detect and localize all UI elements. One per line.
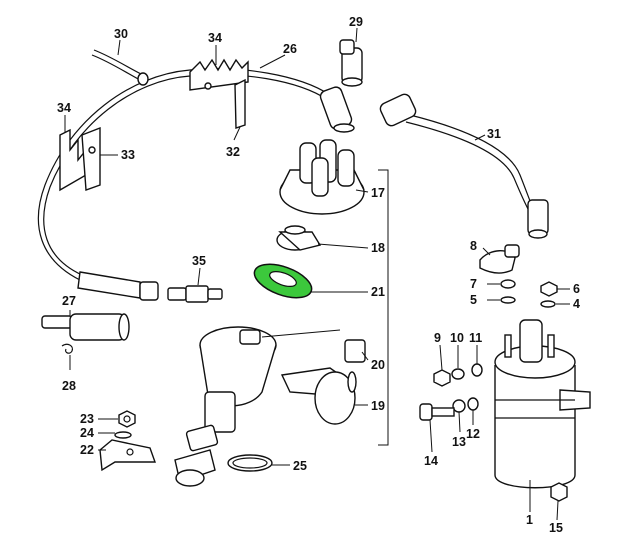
- rotor-18[interactable]: [276, 225, 322, 251]
- callout-10: 10: [450, 331, 464, 345]
- callout-26: 26: [283, 42, 297, 56]
- filter-20[interactable]: [344, 339, 366, 363]
- callout-6: 6: [573, 282, 580, 296]
- gasket-21-highlighted[interactable]: [250, 258, 316, 305]
- callout-21: 21: [371, 285, 385, 299]
- callout-25: 25: [293, 459, 307, 473]
- callout-17: 17: [371, 186, 385, 200]
- cap-7[interactable]: [500, 279, 516, 289]
- bolt-14[interactable]: [419, 403, 455, 421]
- callout-labels: 30 34 26 29 34 33 32 31 17 18 21 35 27 2…: [57, 15, 580, 535]
- wire-end-connector-31-right[interactable]: [527, 199, 549, 239]
- callout-8: 8: [470, 239, 477, 253]
- distributor-cap-17[interactable]: [279, 139, 365, 215]
- ignition-wire-26[interactable]: [37, 68, 331, 281]
- callout-33: 33: [121, 148, 135, 162]
- plug-connector-27[interactable]: [41, 313, 130, 341]
- washer-5[interactable]: [500, 296, 516, 304]
- callout-24: 24: [80, 426, 94, 440]
- spark-plug-connector-29[interactable]: [339, 39, 363, 87]
- callout-29: 29: [349, 15, 363, 29]
- callout-31: 31: [487, 127, 501, 141]
- cable-tie-30[interactable]: [91, 49, 149, 86]
- wire-end-connector-left[interactable]: [77, 271, 159, 301]
- callout-5: 5: [470, 293, 477, 307]
- callout-32: 32: [226, 145, 240, 159]
- spring-clip-28[interactable]: [61, 343, 73, 354]
- callout-7: 7: [470, 277, 477, 291]
- callout-11: 11: [469, 331, 482, 345]
- callout-30: 30: [114, 27, 128, 41]
- callout-34-left: 34: [57, 101, 71, 115]
- lock-washer-10[interactable]: [451, 368, 465, 380]
- callout-22: 22: [80, 443, 94, 457]
- callout-28: 28: [62, 379, 76, 393]
- wire-end-connector-31-left[interactable]: [378, 92, 417, 127]
- bracket-33[interactable]: [81, 126, 101, 191]
- lock-washer-13[interactable]: [452, 399, 466, 413]
- ignition-wire-31[interactable]: [409, 114, 537, 216]
- nut-23[interactable]: [118, 410, 136, 428]
- callout-14: 14: [424, 454, 438, 468]
- spark-plug-35[interactable]: [167, 285, 223, 303]
- washer-24[interactable]: [114, 431, 132, 439]
- callout-4: 4: [573, 297, 580, 311]
- leader-lines: [64, 27, 570, 521]
- wire-clip-34-top[interactable]: [189, 58, 249, 129]
- nut-15[interactable]: [550, 482, 568, 502]
- seal-ring-25[interactable]: [227, 454, 273, 472]
- callout-13: 13: [452, 435, 466, 449]
- distributor-body[interactable]: [174, 326, 277, 487]
- washer-11[interactable]: [471, 363, 483, 377]
- ignition-coil-1[interactable]: [494, 319, 591, 489]
- callout-12: 12: [466, 427, 480, 441]
- vacuum-unit-19[interactable]: [280, 367, 357, 425]
- nut-6[interactable]: [540, 281, 558, 297]
- washer-4[interactable]: [540, 300, 556, 308]
- callout-20: 20: [371, 358, 385, 372]
- wire-clip-34-left[interactable]: [59, 128, 87, 192]
- callout-23: 23: [80, 412, 94, 426]
- callout-18: 18: [371, 241, 385, 255]
- callout-34-top: 34: [208, 31, 222, 45]
- callout-1: 1: [526, 513, 533, 527]
- callout-35: 35: [192, 254, 206, 268]
- nut-9[interactable]: [433, 369, 451, 387]
- coil-boot-8[interactable]: [479, 244, 520, 274]
- clamp-plate-22[interactable]: [99, 439, 156, 472]
- callout-27: 27: [62, 294, 76, 308]
- callout-19: 19: [371, 399, 385, 413]
- washer-12[interactable]: [467, 397, 479, 411]
- callout-15: 15: [549, 521, 563, 535]
- callout-9: 9: [434, 331, 441, 345]
- wire-end-connector-26[interactable]: [319, 85, 355, 133]
